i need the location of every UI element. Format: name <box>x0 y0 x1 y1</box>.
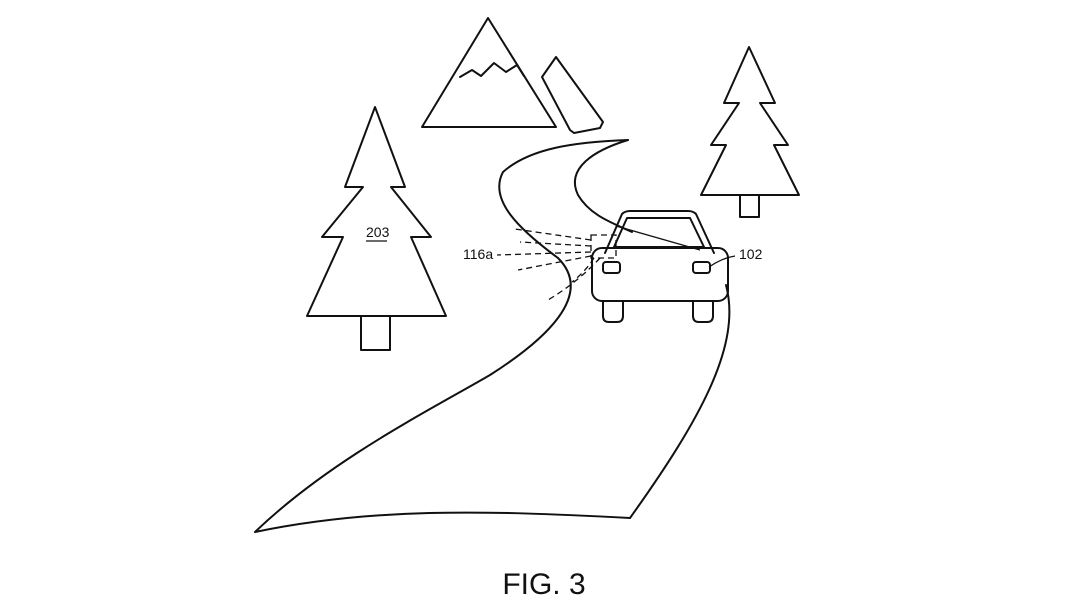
road <box>254 139 731 533</box>
road-inner-edge <box>574 139 633 233</box>
rock <box>541 56 604 134</box>
figure-caption: FIG. 3 <box>502 568 585 601</box>
right-tree <box>700 46 800 218</box>
left-tree <box>306 106 447 351</box>
vehicle <box>591 210 729 323</box>
sensor-116a <box>496 225 701 301</box>
mountain <box>421 17 557 128</box>
tree-label: 203 <box>366 224 390 240</box>
leader-102 <box>708 255 736 268</box>
vehicle-label: 102 <box>739 246 763 262</box>
sensor-label: 116a <box>463 246 493 262</box>
